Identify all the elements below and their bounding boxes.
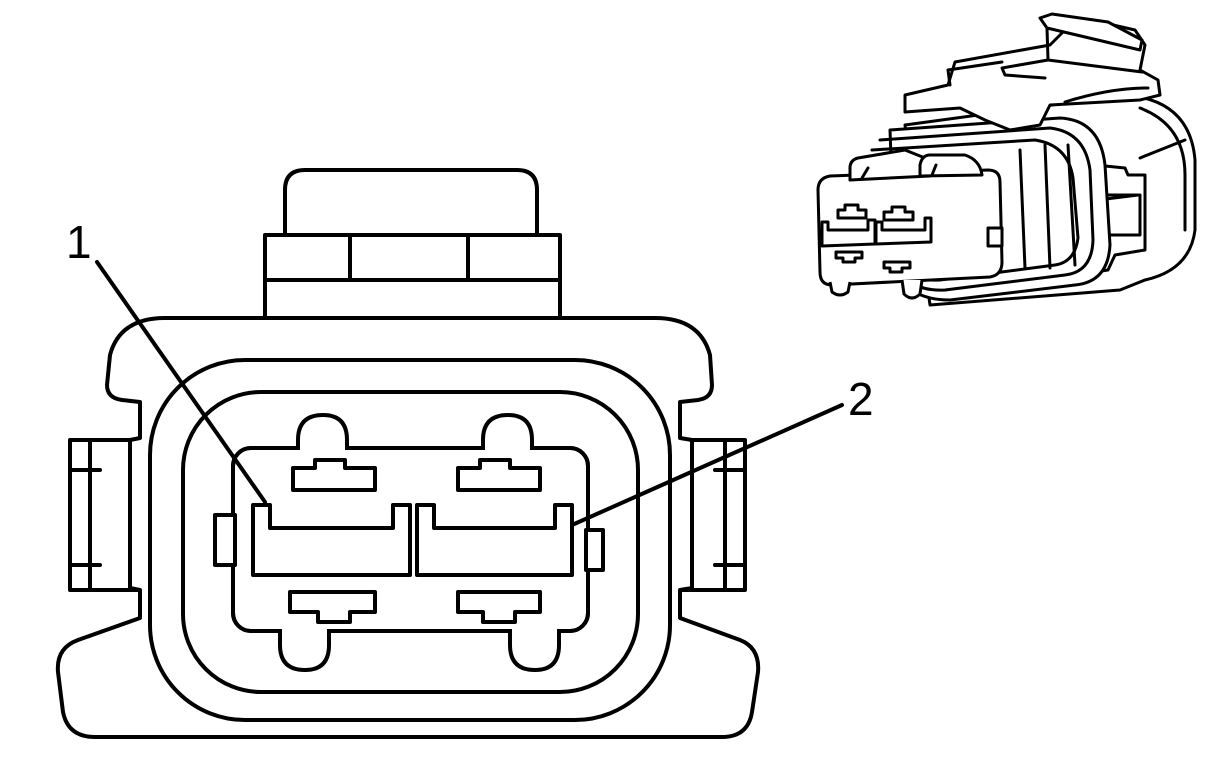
leader-line-1 <box>95 260 267 504</box>
connector-face-view <box>55 168 761 739</box>
top-locking-tab <box>263 168 562 322</box>
callout-label-2: 2 <box>848 373 874 425</box>
top-bump-left <box>296 413 349 450</box>
callout-1: 1 <box>66 216 267 504</box>
callout-2: 2 <box>570 373 874 527</box>
iso-front-face <box>816 168 1004 287</box>
inner-seal-ring <box>181 390 640 694</box>
iso-cavity-2 <box>874 216 933 246</box>
leader-line-2 <box>570 403 844 527</box>
upper-slot-right <box>456 458 542 492</box>
bottom-bump-left <box>278 629 331 672</box>
callout-label-1: 1 <box>66 216 92 268</box>
left-side-nub <box>213 513 237 567</box>
lower-slot-left <box>288 590 377 624</box>
top-bump-right <box>481 413 534 450</box>
terminal-cavity-2 <box>415 503 574 577</box>
terminal-cavity-1 <box>251 503 412 577</box>
outer-seal-ring <box>148 358 672 722</box>
connector-isometric-view <box>816 12 1197 307</box>
right-side-nub <box>584 528 605 572</box>
bottom-bump-right <box>508 629 561 672</box>
lower-slot-right <box>456 590 542 624</box>
upper-slot-left <box>291 458 377 492</box>
